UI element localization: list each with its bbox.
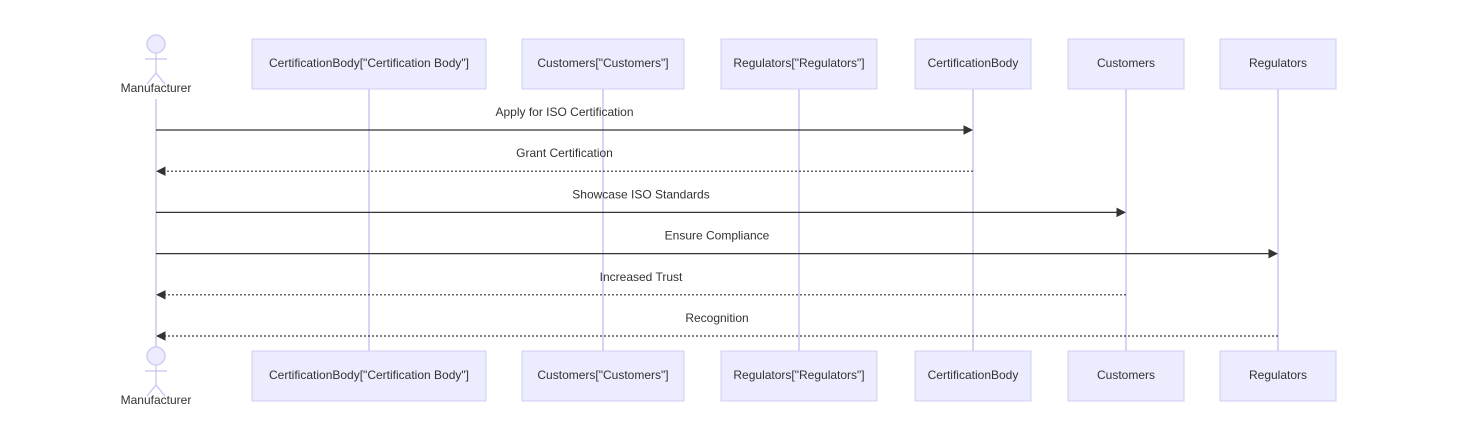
message-label: Recognition bbox=[685, 311, 748, 325]
participant-label: CertificationBody["Certification Body"] bbox=[269, 56, 469, 70]
participant-cb_quoted: CertificationBody["Certification Body"] bbox=[251, 38, 487, 90]
participant-box bbox=[914, 350, 1032, 402]
message-2: Grant Certification bbox=[156, 146, 973, 176]
participant-reg_quoted: Regulators["Regulators"] bbox=[720, 38, 878, 90]
actor-figure-icon bbox=[145, 34, 167, 85]
participant-box bbox=[1067, 350, 1185, 402]
participant-box bbox=[914, 38, 1032, 90]
message-label: Grant Certification bbox=[516, 146, 613, 160]
participant-cb: CertificationBody bbox=[914, 350, 1032, 402]
participant-reg_quoted: Regulators["Regulators"] bbox=[720, 350, 878, 402]
participant-box bbox=[521, 350, 685, 402]
participant-reg: Regulators bbox=[1219, 350, 1337, 402]
participants-bottom: Manufacturer CertificationBody["Certifica… bbox=[121, 346, 1337, 407]
participant-label: CertificationBody bbox=[928, 368, 1019, 382]
participant-label: Customers bbox=[1097, 368, 1155, 382]
participant-label: Customers["Customers"] bbox=[537, 56, 668, 70]
participant-box bbox=[1219, 350, 1337, 402]
participant-reg: Regulators bbox=[1219, 38, 1337, 90]
actor-figure-icon bbox=[145, 346, 167, 397]
message-label: Showcase ISO Standards bbox=[572, 187, 709, 201]
participant-box bbox=[720, 350, 878, 402]
participants-top: Manufacturer CertificationBody["Certifica… bbox=[121, 34, 1337, 95]
participant-cust_quoted: Customers["Customers"] bbox=[521, 350, 685, 402]
message-6: Recognition bbox=[156, 311, 1278, 341]
message-3: Showcase ISO Standards bbox=[156, 187, 1126, 218]
message-label: Ensure Compliance bbox=[665, 229, 770, 243]
participant-cb_quoted: CertificationBody["Certification Body"] bbox=[251, 350, 487, 402]
participant-cb: CertificationBody bbox=[914, 38, 1032, 90]
participant-box bbox=[251, 350, 487, 402]
message-4: Ensure Compliance bbox=[156, 229, 1278, 259]
participant-box bbox=[720, 38, 878, 90]
participant-cust: Customers bbox=[1067, 350, 1185, 402]
participant-box bbox=[1067, 38, 1185, 90]
participant-box bbox=[521, 38, 685, 90]
message-1: Apply for ISO Certification bbox=[156, 105, 973, 135]
participant-label: Regulators bbox=[1249, 56, 1307, 70]
message-label: Increased Trust bbox=[600, 270, 683, 284]
participant-box bbox=[251, 38, 487, 90]
actor-label: Manufacturer bbox=[121, 393, 192, 407]
lifelines bbox=[155, 89, 1279, 351]
participant-label: Regulators bbox=[1249, 368, 1307, 382]
participant-label: Customers bbox=[1097, 56, 1155, 70]
actor-label: Manufacturer bbox=[121, 81, 192, 95]
message-label: Apply for ISO Certification bbox=[495, 105, 633, 119]
participant-label: CertificationBody["Certification Body"] bbox=[269, 368, 469, 382]
participant-cust_quoted: Customers["Customers"] bbox=[521, 38, 685, 90]
participant-label: Regulators["Regulators"] bbox=[733, 368, 864, 382]
participant-label: Customers["Customers"] bbox=[537, 368, 668, 382]
message-5: Increased Trust bbox=[156, 270, 1126, 300]
participant-label: CertificationBody bbox=[928, 56, 1019, 70]
participant-cust: Customers bbox=[1067, 38, 1185, 90]
participant-box bbox=[1219, 38, 1337, 90]
participant-label: Regulators["Regulators"] bbox=[733, 56, 864, 70]
